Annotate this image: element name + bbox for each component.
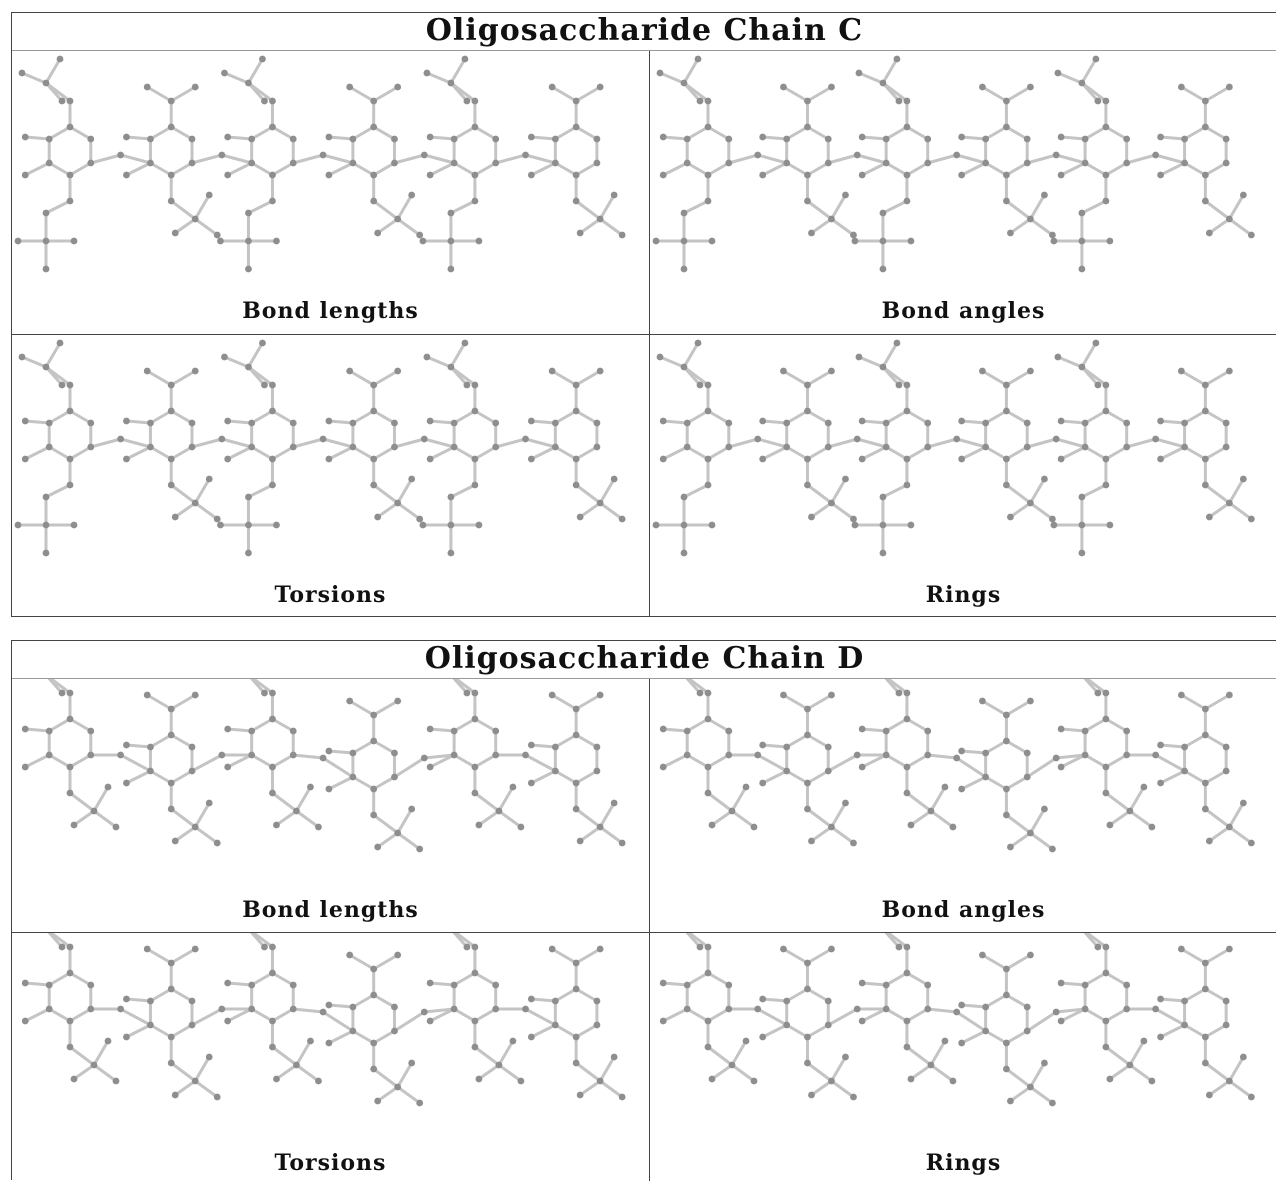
molecule-bonds — [656, 342, 1253, 553]
cell-rings: Rings — [650, 933, 1276, 1181]
molecule-bonds — [18, 58, 624, 269]
cell-label: Rings — [925, 582, 1002, 608]
molecule-atoms — [652, 339, 1255, 557]
figure-chain-c: Oligosaccharide Chain C Bond lengths Bon… — [11, 12, 1276, 617]
molecule-bonds — [662, 933, 1253, 1105]
molecule-bonds — [18, 342, 624, 553]
molecule-structure — [14, 339, 626, 557]
cell-label: Bond lengths — [242, 897, 419, 923]
cell-label: Torsions — [274, 582, 387, 608]
molecule-bonds — [662, 679, 1253, 851]
molecule-atoms — [14, 339, 626, 557]
figure-title: Oligosaccharide Chain D — [12, 641, 1276, 679]
molecule-bonds — [24, 933, 624, 1105]
molecule-structure — [652, 55, 1255, 273]
cell-bond-lengths: Bond lengths — [12, 51, 649, 334]
molecule-structure — [659, 933, 1255, 1107]
cell-divider-vertical — [649, 679, 650, 1181]
figure-title: Oligosaccharide Chain C — [12, 13, 1276, 51]
cell-label: Bond lengths — [242, 298, 419, 324]
molecule-bonds — [24, 679, 624, 851]
cell-bond-angles: Bond angles — [650, 51, 1276, 334]
molecule-atoms — [659, 689, 1255, 853]
molecule-atoms — [21, 943, 626, 1107]
molecule-bonds — [656, 58, 1253, 269]
molecule-structure — [21, 933, 626, 1107]
cell-divider-horizontal — [12, 932, 1276, 933]
cell-bond-angles: Bond angles — [650, 679, 1276, 932]
cell-divider-horizontal — [12, 334, 1276, 335]
cell-label: Bond angles — [881, 298, 1046, 324]
cell-torsions: Torsions — [12, 933, 649, 1181]
figure-chain-d: Oligosaccharide Chain D Bond lengths Bon… — [11, 640, 1276, 1181]
cell-label: Torsions — [274, 1150, 387, 1176]
molecule-structure — [14, 55, 626, 273]
cell-torsions: Torsions — [12, 335, 649, 617]
molecule-atoms — [21, 689, 626, 853]
molecule-structure — [652, 339, 1255, 557]
molecule-structure — [21, 679, 626, 853]
cell-rings: Rings — [650, 335, 1276, 617]
cell-label: Bond angles — [881, 897, 1046, 923]
molecule-atoms — [652, 55, 1255, 273]
cell-bond-lengths: Bond lengths — [12, 679, 649, 932]
molecule-structure — [659, 679, 1255, 853]
molecule-atoms — [659, 943, 1255, 1107]
molecule-atoms — [14, 55, 626, 273]
cell-label: Rings — [925, 1150, 1002, 1176]
